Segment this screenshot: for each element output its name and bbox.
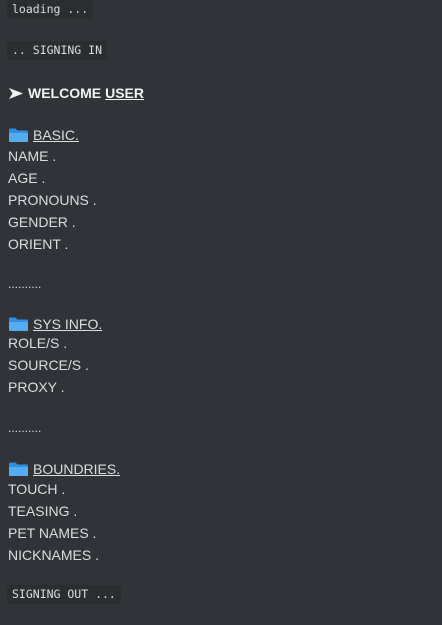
- welcome-line: WELCOME USER: [8, 84, 144, 102]
- list-item-name: NAME .: [8, 148, 57, 164]
- sys-info-list: ROLE/S . SOURCE/S . PROXY .: [8, 332, 89, 398]
- signing-in-code-block: .. SIGNING IN: [7, 41, 108, 60]
- boundries-list: TOUCH . TEASING . PET NAMES . NICKNAMES …: [8, 478, 99, 566]
- list-item-gender: GENDER .: [8, 214, 76, 230]
- list-item-sources: SOURCE/S .: [8, 357, 89, 373]
- list-item-pronouns: PRONOUNS .: [8, 192, 97, 208]
- signing-out-code-block: SIGNING OUT ...: [7, 585, 121, 604]
- section-header-boundries: BOUNDRIES.: [8, 460, 120, 478]
- welcome-user: USER: [105, 85, 145, 101]
- loading-code-block: loading ...: [7, 0, 94, 19]
- list-item-roles: ROLE/S .: [8, 335, 68, 351]
- list-item-nicknames: NICKNAMES .: [8, 547, 100, 563]
- folder-icon: [9, 317, 28, 331]
- list-item-touch: TOUCH .: [8, 481, 66, 497]
- folder-icon: [9, 462, 28, 476]
- section-title-sys-info: SYS INFO.: [33, 316, 103, 332]
- separator-dots: ..........: [8, 421, 42, 435]
- section-title-basic: BASIC.: [33, 127, 79, 143]
- section-header-basic: BASIC.: [8, 126, 79, 144]
- basic-list: NAME . AGE . PRONOUNS . GENDER . ORIENT …: [8, 145, 97, 255]
- list-item-age: AGE .: [8, 170, 46, 186]
- arrow-right-icon: [9, 87, 23, 99]
- list-item-proxy: PROXY .: [8, 379, 65, 395]
- list-item-pet-names: PET NAMES .: [8, 525, 97, 541]
- welcome-text: WELCOME: [28, 85, 102, 101]
- section-title-boundries: BOUNDRIES.: [33, 461, 121, 477]
- list-item-teasing: TEASING .: [8, 503, 78, 519]
- list-item-orient: ORIENT .: [8, 236, 69, 252]
- section-header-sys-info: SYS INFO.: [8, 315, 102, 333]
- folder-icon: [9, 128, 28, 142]
- separator-dots: ..........: [8, 277, 42, 291]
